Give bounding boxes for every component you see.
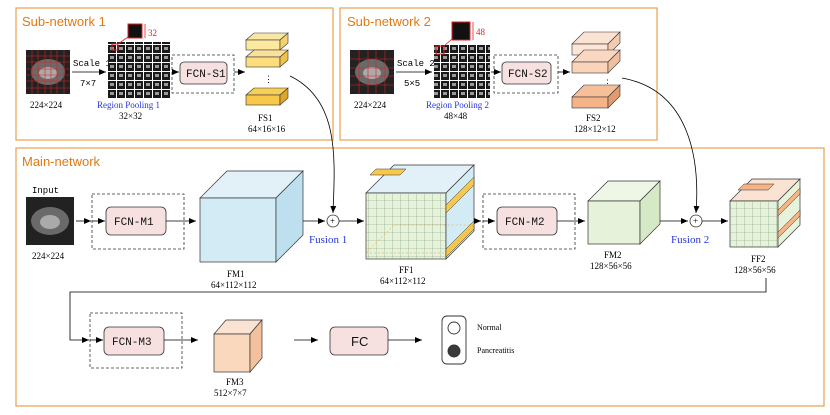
svg-text:⋮: ⋮ xyxy=(603,78,612,88)
ff1-size: 64×112×112 xyxy=(380,276,425,286)
sub1-pool-label: Region Pooling 1 xyxy=(97,100,160,110)
sub-network-1-box xyxy=(15,7,334,141)
sub-network-2-box xyxy=(339,7,658,141)
fm2-label: FM2 xyxy=(604,250,622,260)
sub2-patch-size: 48 xyxy=(476,27,486,37)
ff1-label: FF1 xyxy=(399,265,414,275)
main-input-title: Input xyxy=(32,186,59,196)
sub1-pool-size: 32×32 xyxy=(119,111,142,121)
fcn-s1-label: FCN-S1 xyxy=(186,69,226,81)
pancreatitis-label: Pancreatitis xyxy=(477,346,514,355)
sub2-pool-label: Region Pooling 2 xyxy=(426,100,489,110)
fs2-feature-stack: ⋮ xyxy=(571,31,621,109)
sub2-pooled-regions xyxy=(434,44,490,98)
fs1-size: 64×16×16 xyxy=(248,124,286,134)
fm1-block xyxy=(199,170,304,263)
ff2-to-m3-connector xyxy=(69,278,767,343)
fm3-size: 512×7×7 xyxy=(214,388,247,398)
svg-text:+: + xyxy=(693,216,698,226)
main-network-title: Main-network xyxy=(22,154,101,169)
sub2-pool-size: 48×48 xyxy=(444,111,468,121)
fm1-size: 64×112×112 xyxy=(211,280,256,290)
fusion-2-label: Fusion 2 xyxy=(671,234,709,246)
sub1-zoom-patch xyxy=(111,23,146,51)
svg-text:+: + xyxy=(330,216,335,226)
ff2-size: 128×56×56 xyxy=(734,265,776,275)
fcn-m3-label: FCN-M3 xyxy=(112,337,152,349)
main-network-box xyxy=(15,147,825,407)
pancreatitis-output-node xyxy=(447,344,461,358)
ff2-block xyxy=(729,178,801,248)
sub2-scale-grid: 5×5 xyxy=(404,79,420,89)
fcn-s2-label: FCN-S2 xyxy=(508,69,548,81)
sub2-scale-label: Scale 2 xyxy=(397,59,435,69)
main-input-size: 224×224 xyxy=(32,251,65,261)
sub1-pooled-regions xyxy=(108,42,171,98)
fs2-label: FS2 xyxy=(586,113,601,123)
sub-network-2-title: Sub-network 2 xyxy=(347,14,431,29)
fm3-label: FM3 xyxy=(226,377,244,387)
fm1-label: FM1 xyxy=(227,269,245,279)
sub1-input-image xyxy=(26,50,70,94)
fm2-block xyxy=(587,180,661,245)
fs2-size: 128×12×12 xyxy=(574,124,616,134)
ff1-block xyxy=(365,164,475,260)
fcn-m3-block xyxy=(103,326,165,356)
fm3-block xyxy=(213,319,263,373)
ff2-label: FF2 xyxy=(751,254,766,264)
fusion-1-label: Fusion 1 xyxy=(309,234,347,246)
sub1-scale-grid: 7×7 xyxy=(80,79,96,89)
sub1-patch-size: 32 xyxy=(148,28,157,38)
main-input-image xyxy=(26,197,74,245)
fm2-size: 128×56×56 xyxy=(590,261,632,271)
fc-block xyxy=(329,326,389,356)
fcn-m3-dashed-box xyxy=(89,312,183,369)
fc-label: FC xyxy=(351,334,368,349)
sub2-input-image xyxy=(350,50,394,94)
fs1-feature-stack: ⋮ xyxy=(245,32,289,106)
sub2-zoom-patch xyxy=(435,21,474,55)
fcn-m1-label: FCN-M1 xyxy=(114,217,154,229)
fcn-m2-label: FCN-M2 xyxy=(505,217,545,229)
fcn-s2-block xyxy=(501,61,552,85)
sub-network-1-title: Sub-network 1 xyxy=(22,14,106,29)
fcn-m1-dashed-box xyxy=(91,193,185,250)
sub1-input-size: 224×224 xyxy=(30,100,63,110)
svg-text:⋮: ⋮ xyxy=(264,74,273,84)
fcn-m2-dashed-box xyxy=(482,193,576,250)
sub1-scale-label: Scale 1 xyxy=(73,59,111,69)
sub2-input-size: 224×224 xyxy=(354,100,387,110)
normal-label: Normal xyxy=(477,323,502,332)
fs1-label: FS1 xyxy=(258,113,273,123)
fcn-s1-block xyxy=(179,61,228,85)
normal-output-node xyxy=(447,321,461,335)
